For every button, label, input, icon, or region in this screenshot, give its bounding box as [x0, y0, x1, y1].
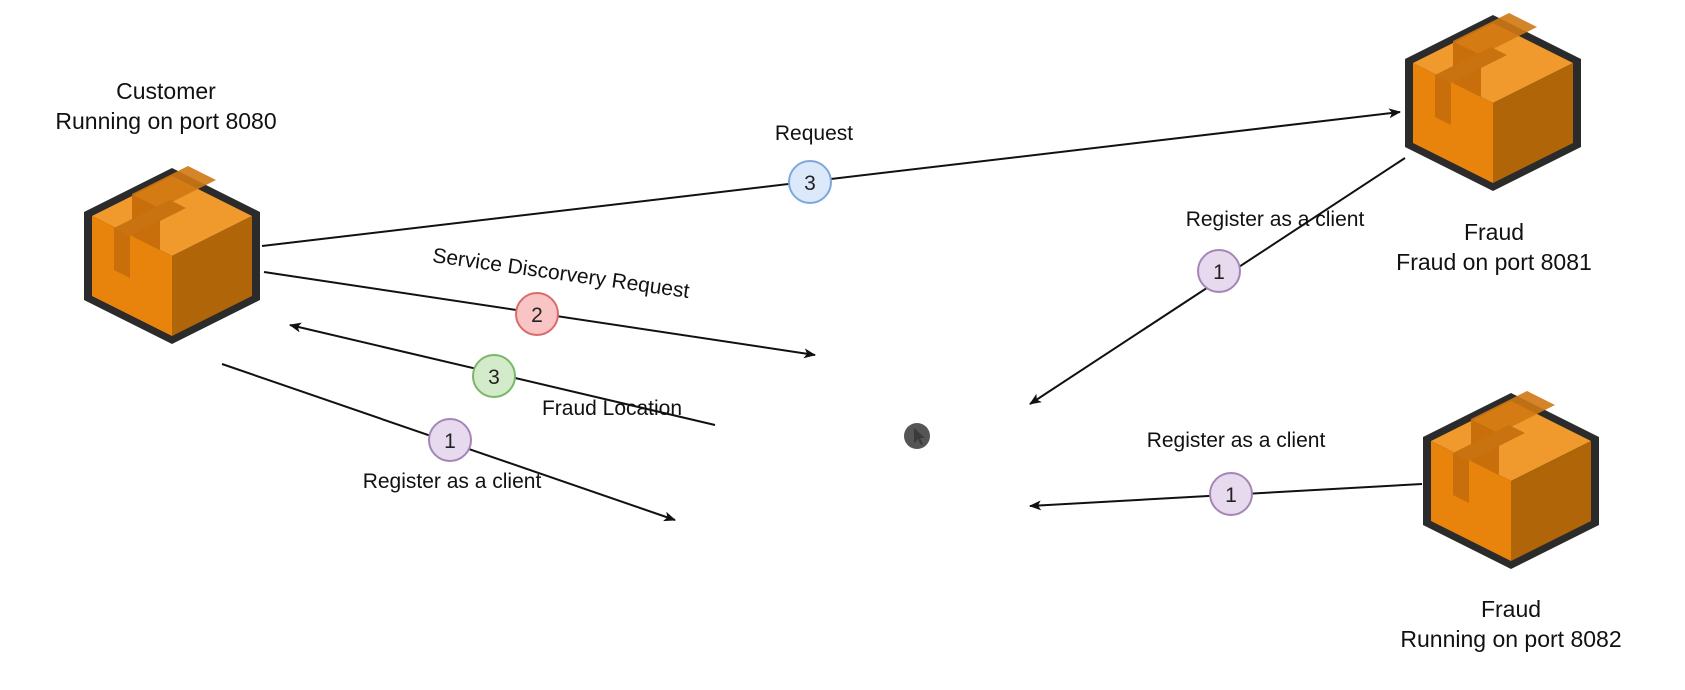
step-badge-request: 3 — [788, 160, 832, 204]
fraud-bottom-title: Fraud — [1481, 596, 1541, 622]
customer-subtitle: Running on port 8080 — [55, 108, 276, 134]
step-badge-fraud-top-register: 1 — [1197, 249, 1241, 293]
fraud-location-label: Fraud Location — [542, 397, 682, 420]
svg-text:1: 1 — [444, 430, 456, 453]
step-badge-customer-register: 1 — [428, 418, 472, 462]
customer-node[interactable]: Customer Running on port 8080 — [55, 78, 277, 344]
step-badge-service-discovery: 2 — [515, 292, 559, 336]
package-box-icon — [84, 166, 260, 344]
customer-register-label: Register as a client — [363, 470, 542, 493]
svg-text:3: 3 — [488, 366, 500, 389]
fraud-bottom-subtitle: Running on port 8082 — [1400, 626, 1621, 652]
package-box-icon — [1423, 391, 1599, 569]
customer-title: Customer — [116, 78, 216, 104]
step-badge-fraud-bottom-register: 1 — [1209, 472, 1253, 516]
svg-text:2: 2 — [531, 304, 543, 327]
fraud-top-subtitle: Fraud on port 8081 — [1396, 249, 1592, 275]
svg-text:1: 1 — [1213, 261, 1225, 284]
request-label: Request — [775, 122, 853, 145]
step-badge-fraud-location: 3 — [472, 354, 516, 398]
fraud-bottom-register-label: Register as a client — [1147, 429, 1326, 452]
fraud-top-register-label: Register as a client — [1186, 208, 1365, 231]
fraud-top-title: Fraud — [1464, 219, 1524, 245]
svg-text:3: 3 — [804, 172, 816, 195]
package-box-icon — [1405, 13, 1581, 191]
fraud-bottom-node[interactable]: Fraud Running on port 8082 — [1400, 391, 1622, 652]
service-discovery-label: Service Discorvery Request — [431, 244, 691, 303]
mouse-cursor-icon — [904, 423, 930, 449]
fraud-top-node[interactable]: Fraud Fraud on port 8081 — [1396, 13, 1592, 275]
svg-text:1: 1 — [1225, 484, 1237, 507]
